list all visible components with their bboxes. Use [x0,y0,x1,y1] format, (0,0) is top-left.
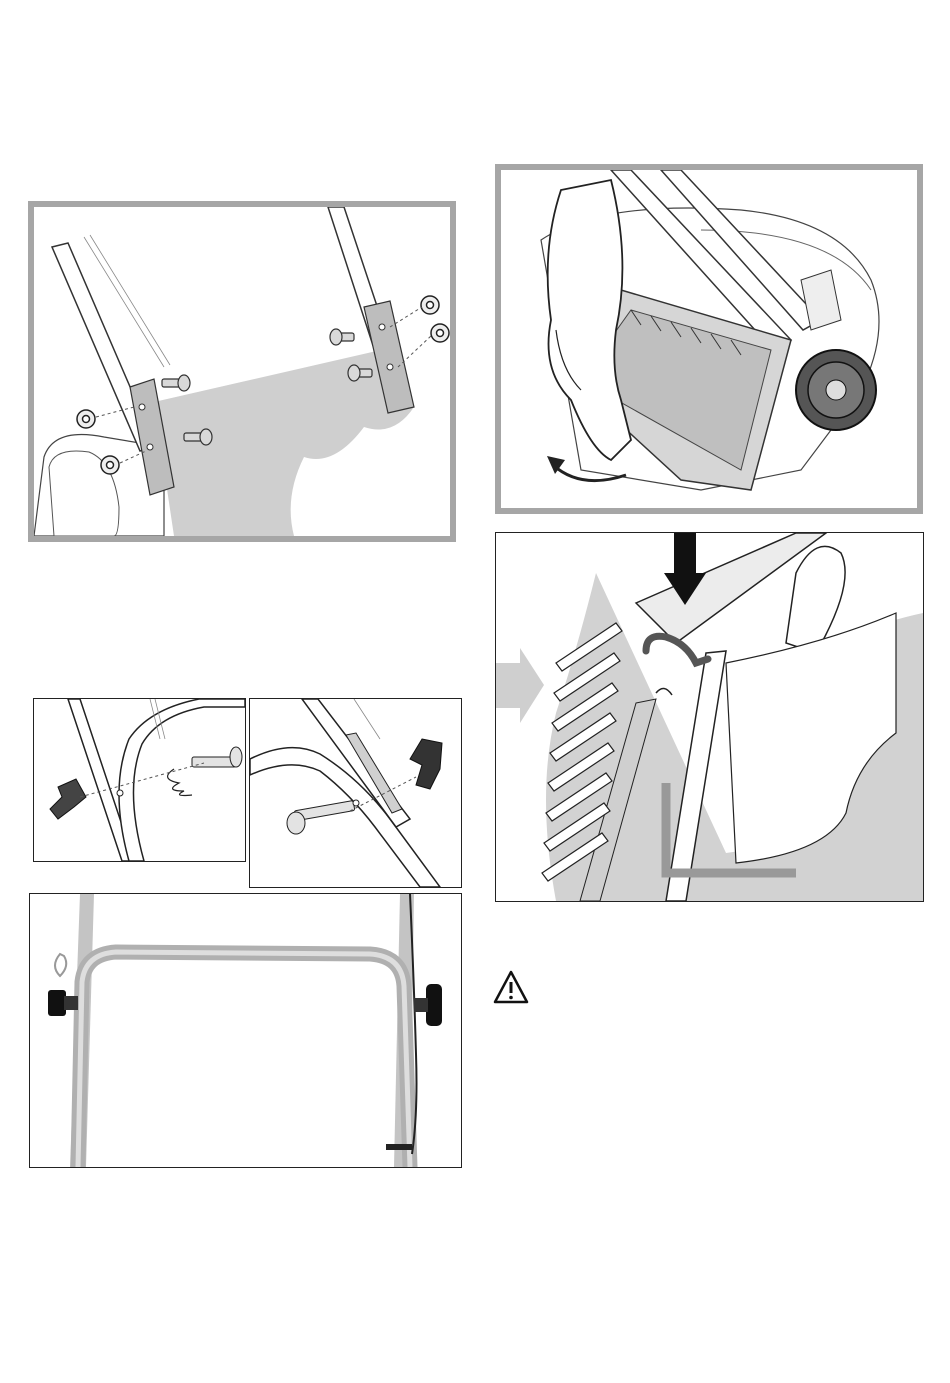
handle-knob-bolt-illustration [34,699,245,861]
figure-handle-brackets [28,201,456,542]
grass-box-removal-illustration [501,170,917,508]
figure-assembled-handle [29,893,462,1168]
grass-box-hook-illustration [496,533,923,901]
warning-triangle-icon [493,969,529,1005]
figure-lower-handle-knob [249,698,462,888]
figure-grass-box-hook [495,532,924,902]
handle-bracket-bolts-illustration [34,207,450,536]
figure-handle-knob-bolt [33,698,246,862]
figure-grass-box-removal [495,164,923,514]
lower-handle-knob-illustration [250,699,461,887]
assembled-handle-photo [30,894,461,1167]
